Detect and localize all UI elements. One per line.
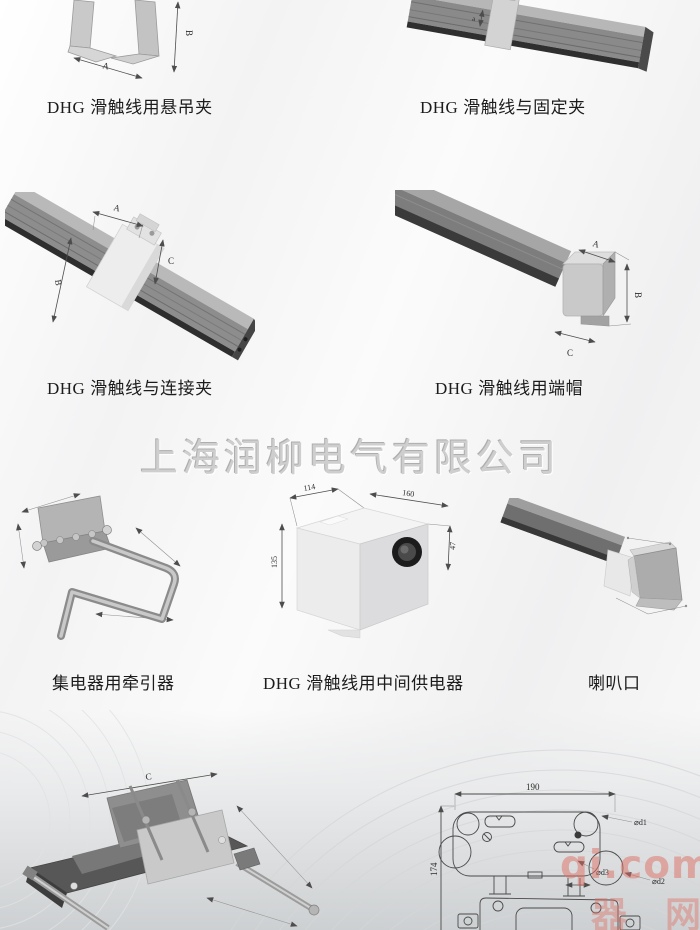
company-watermark: 上海润柳电气有限公司 <box>139 438 560 480</box>
feeder-dimensions: 114 160 135 47 <box>270 482 457 609</box>
horn-mouth-label: 喇叭口 <box>588 674 641 693</box>
dim-label-c: C <box>168 256 174 266</box>
horn-mouth-image <box>500 498 688 615</box>
collector-body <box>438 811 624 886</box>
suspension-clamp-image: A B <box>67 0 194 79</box>
collector-leader-labels: ⌀d1 ⌀d2 ⌀d3 <box>565 814 665 888</box>
connection-clamp-rail <box>5 192 255 361</box>
dim-d2: ⌀d2 <box>652 877 665 886</box>
dim-114: 114 <box>303 482 316 493</box>
dim-label-a: A <box>112 202 121 213</box>
tensioner-dimensions: C <box>81 771 313 927</box>
dim-174: 174 <box>429 862 439 876</box>
fixing-clamp-image: a <box>406 0 654 72</box>
tensioner-body <box>22 779 320 930</box>
collector-dimensions: 190 174 <box>429 782 616 930</box>
dim-label-b: B <box>184 30 194 36</box>
connection-clamp-dimensions: A C B <box>51 202 174 323</box>
tractor-label: 集电器用牵引器 <box>52 674 175 693</box>
collector-drawing: 190 174 <box>429 782 665 930</box>
dim-label-a: A <box>591 238 600 250</box>
fixing-clamp-rail: a <box>406 0 654 72</box>
middle-feeder-label: DHG 滑触线用中间供电器 <box>263 674 464 693</box>
end-cap-label: DHG 滑触线用端帽 <box>435 379 584 398</box>
fixing-clamp-label: DHG 滑触线与固定夹 <box>420 98 586 117</box>
dim-47: 47 <box>448 542 457 550</box>
dim-135: 135 <box>270 556 279 568</box>
dim-label-b: B <box>633 292 643 298</box>
dim-label-a: a <box>471 15 476 24</box>
dim-label-c: C <box>567 348 573 358</box>
horn-rail <box>500 498 626 565</box>
tensioner-image: C <box>22 771 320 930</box>
dim-d3: ⌀d3 <box>596 868 609 877</box>
horn-flare <box>603 541 683 611</box>
connection-clamp-image: A C B <box>5 192 255 361</box>
dim-label-a: A <box>102 60 111 71</box>
dim-d1: ⌀d1 <box>634 818 647 827</box>
end-cap-image: A B C <box>395 190 643 358</box>
connection-clamp-body <box>85 213 165 312</box>
end-cap-body <box>562 251 616 327</box>
collector-lower-bracket <box>457 897 641 930</box>
tractor-u-rod <box>57 537 179 640</box>
corner-watermark-latin: qi.com <box>560 843 700 888</box>
horn-guides <box>615 536 688 615</box>
corner-watermark-char-2: 网 <box>665 895 700 930</box>
dim-label-c: C <box>145 771 153 782</box>
middle-feeder-image: 114 160 135 47 <box>270 482 457 639</box>
suspension-clamp-shape <box>67 0 160 65</box>
corner-watermark-char-1: 器 <box>591 895 628 930</box>
end-cap-dimensions: A B C <box>554 238 643 358</box>
feeder-box <box>295 507 430 639</box>
end-cap-rail <box>395 190 572 287</box>
dim-label-b: B <box>53 279 64 286</box>
band-arc-texture <box>0 650 700 930</box>
suspension-clamp-label: DHG 滑触线用悬吊夹 <box>47 98 213 117</box>
dim-160: 160 <box>402 488 415 499</box>
tractor-image <box>16 493 181 640</box>
connection-clamp-label: DHG 滑触线与连接夹 <box>47 379 213 398</box>
suspension-clamp-dimensions: A B <box>73 1 194 79</box>
tractor-hinge-plate <box>32 495 112 563</box>
dim-190: 190 <box>526 782 540 792</box>
